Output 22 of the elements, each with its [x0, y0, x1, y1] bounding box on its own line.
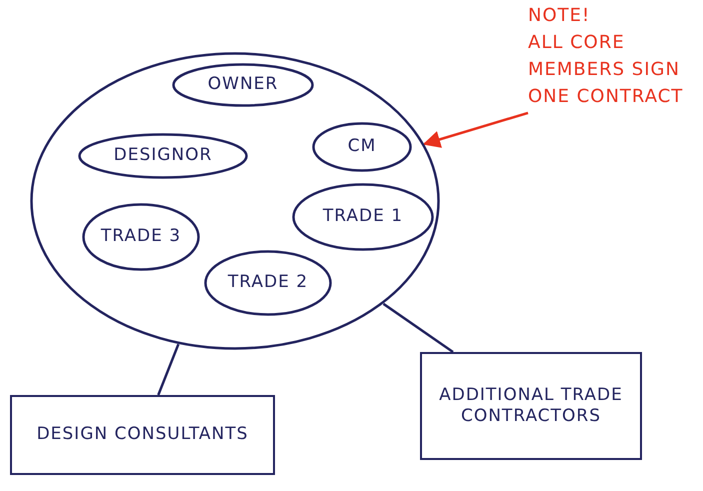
member-ellipse [82, 203, 200, 271]
member-label: TRADE 3 [100, 226, 182, 248]
team-circle [30, 52, 440, 350]
connector-line [157, 344, 180, 396]
member-ellipse [204, 250, 332, 316]
note-text: ALL CORE MEMBERS SIGN ONE CONTRACT [528, 31, 684, 109]
arrow [422, 112, 528, 148]
member-ellipse [78, 133, 248, 179]
member-label: TRADE 1 [322, 206, 404, 228]
member-ellipse [292, 183, 434, 251]
group-box [10, 395, 275, 475]
member-label: OWNER [208, 74, 278, 96]
member-label: CM [348, 136, 376, 158]
member-label: DESIGNOR [114, 145, 212, 167]
member-label: TRADE 2 [228, 272, 308, 294]
member-ellipse [312, 122, 412, 172]
connector-line [382, 302, 454, 354]
box-label: ADDITIONAL TRADE CONTRACTORS [438, 384, 624, 428]
group-box [420, 352, 642, 460]
box-label: DESIGN CONSULTANTS [36, 424, 248, 446]
note-heading: NOTE! [528, 4, 590, 28]
member-ellipse [172, 63, 314, 107]
